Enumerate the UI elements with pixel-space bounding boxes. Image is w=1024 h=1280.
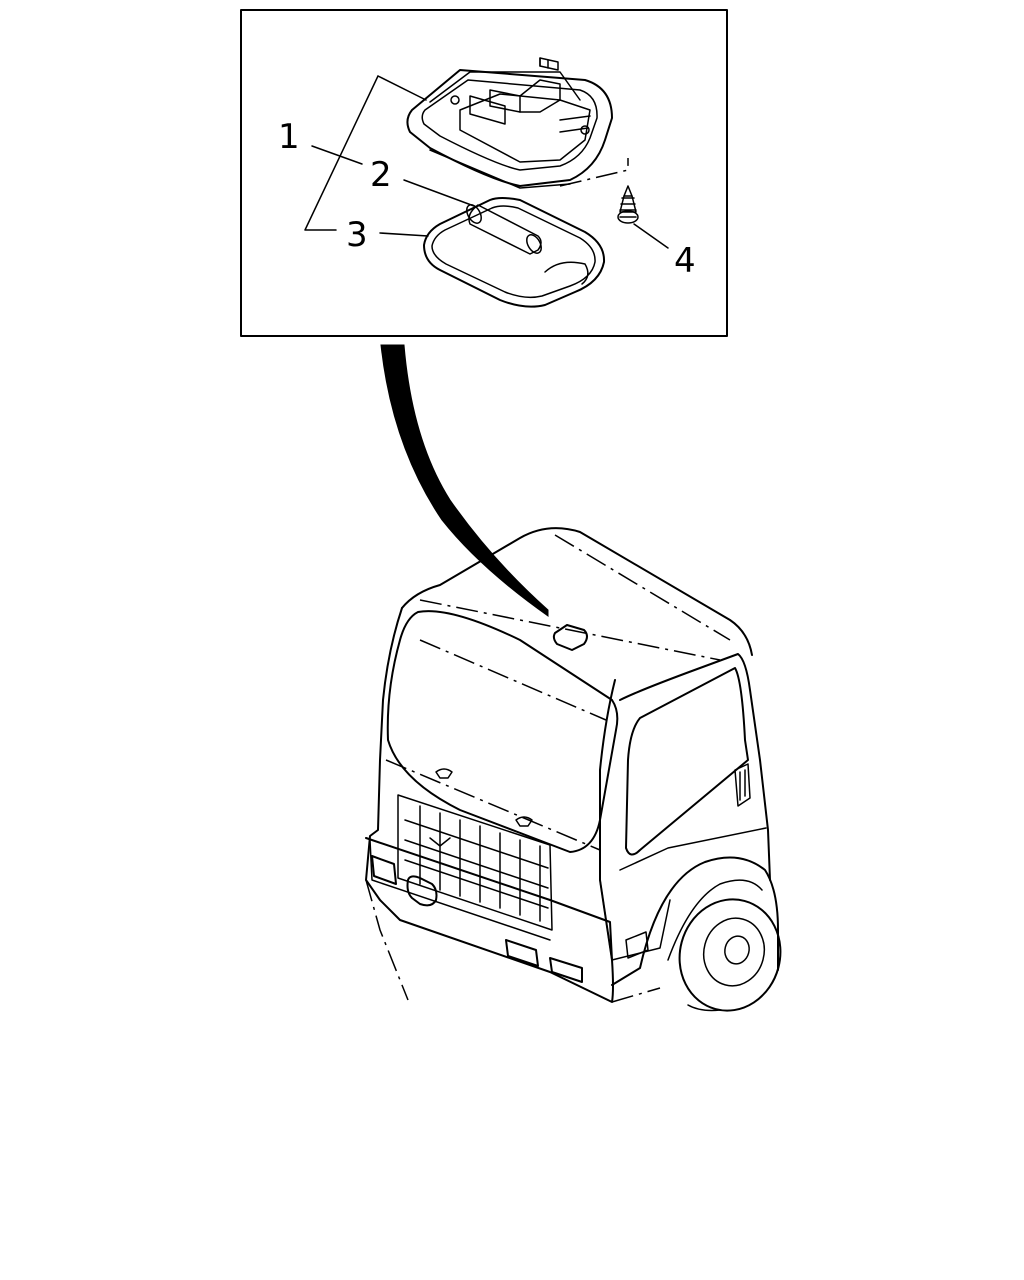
side-marker (625, 931, 649, 959)
screw (617, 185, 639, 224)
grille (397, 794, 553, 931)
detail-inset: 1 2 3 4 (240, 9, 728, 337)
bulb (466, 204, 542, 255)
right-fog-lamp (549, 957, 583, 983)
door-handle (734, 763, 751, 807)
left-headlamp (371, 855, 397, 885)
leader-lines (304, 75, 669, 249)
lamp-housing (406, 57, 613, 189)
callout-1: 1 (278, 117, 300, 157)
lens (423, 197, 606, 308)
front-wheel (678, 898, 782, 1012)
truck-cab (365, 527, 782, 1012)
roof-lamp (552, 624, 588, 651)
callout-2: 2 (370, 155, 392, 195)
mount-guide (559, 158, 629, 187)
right-headlamp (505, 939, 539, 967)
callout-4: 4 (674, 241, 696, 281)
location-pointer (380, 344, 549, 617)
callout-3: 3 (346, 215, 368, 255)
left-fog-lamp (406, 875, 438, 907)
